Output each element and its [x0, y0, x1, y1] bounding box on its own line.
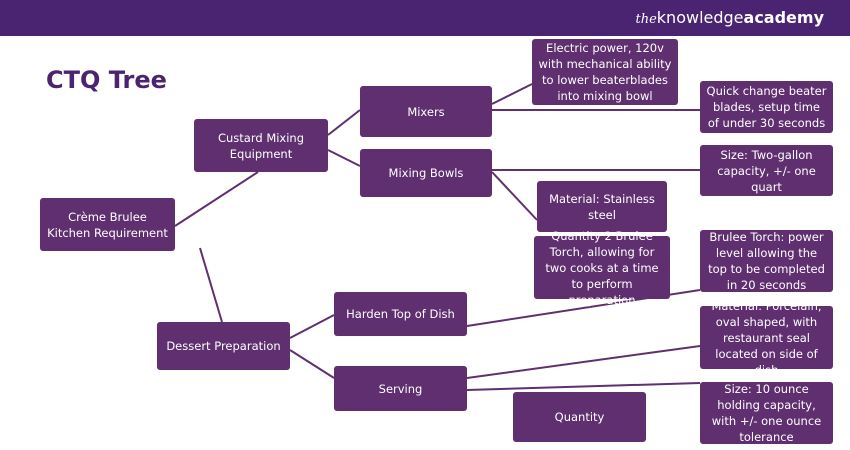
line-root-dessert	[199, 247, 223, 323]
node-material-porcelain: Material: Porcelain, oval shaped, with r…	[700, 299, 833, 377]
node-electric-power: Electric power, 120v with mechanical abi…	[532, 39, 678, 105]
logo-academy: academy	[743, 8, 824, 27]
node-size-ten-ounce: Size: 10 ounce holding capacity, with +/…	[700, 382, 833, 444]
line-custard-bowls	[327, 149, 361, 167]
node-brulee-torch-power: Brulee Torch: power level allowing the t…	[700, 230, 833, 292]
node-dessert-preparation: Dessert Preparation	[157, 322, 290, 370]
brand-logo[interactable]: theknowledgeacademy	[635, 8, 824, 27]
line-dessert-serving	[289, 349, 335, 379]
line-root-custard	[174, 171, 259, 227]
node-mixers: Mixers	[360, 86, 492, 137]
line-mixers-electric	[491, 83, 533, 105]
line-dessert-harden	[289, 314, 335, 339]
node-root: Crème Brulee Kitchen Requirement	[40, 198, 175, 251]
node-material-stainless: Material: Stainless steel	[537, 181, 667, 232]
line-serving-porcelain	[466, 345, 701, 379]
node-mixing-bowls: Mixing Bowls	[360, 149, 492, 197]
node-quick-change: Quick change beater blades, setup time o…	[700, 81, 833, 133]
node-custard-mixing-equipment: Custard Mixing Equipment	[194, 119, 328, 172]
node-size-two-gallon: Size: Two-gallon capacity, +/- one quart	[700, 145, 833, 196]
node-quantity-brulee-torch: Quantity 2 Brulee Torch, allowing for tw…	[534, 229, 670, 307]
node-serving: Serving	[334, 366, 467, 411]
header-bar: theknowledgeacademy	[0, 0, 850, 36]
node-quantity: Quantity	[513, 392, 646, 442]
logo-the: the	[635, 12, 657, 27]
line-bowls-stainless	[491, 171, 538, 221]
page-title: CTQ Tree	[46, 66, 167, 94]
node-harden-top: Harden Top of Dish	[334, 292, 467, 336]
line-serving-size10	[466, 382, 701, 391]
logo-knowledge: knowledge	[656, 8, 744, 27]
line-custard-mixers	[327, 109, 361, 136]
